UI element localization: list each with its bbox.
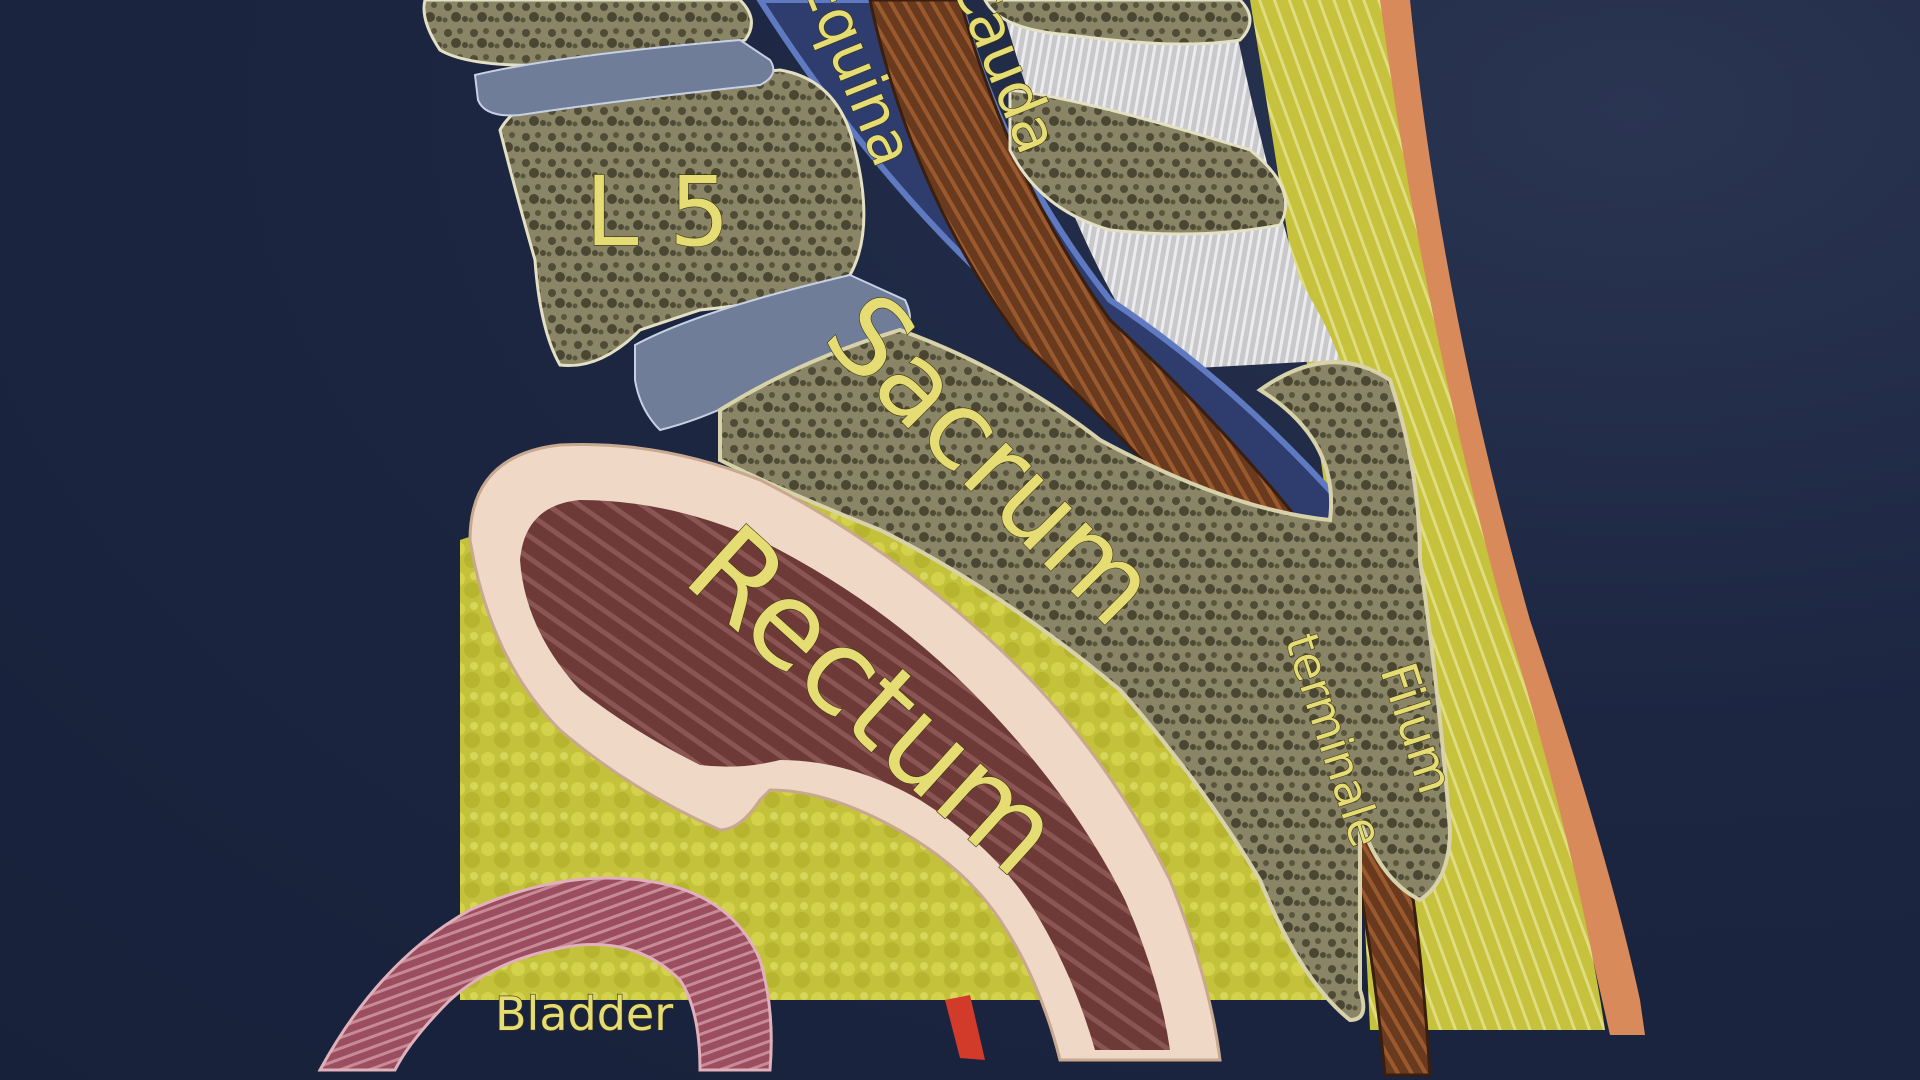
sacrum bbox=[718, 327, 1453, 1023]
rectum-red-highlight bbox=[945, 995, 985, 1060]
posterior-fat-layer bbox=[1250, 0, 1605, 1030]
cauda-equina bbox=[868, 0, 1432, 1077]
rectum-lumen bbox=[520, 500, 1170, 1050]
skin-layer bbox=[1370, 0, 1645, 1035]
spinous-process-upper bbox=[983, 0, 1252, 46]
spinous-process-l5 bbox=[1008, 88, 1288, 236]
l4-l5-disc bbox=[473, 38, 775, 117]
label-bladder: Bladder bbox=[495, 987, 673, 1041]
label-l5: L 5 bbox=[585, 156, 730, 268]
bladder bbox=[317, 876, 773, 1072]
